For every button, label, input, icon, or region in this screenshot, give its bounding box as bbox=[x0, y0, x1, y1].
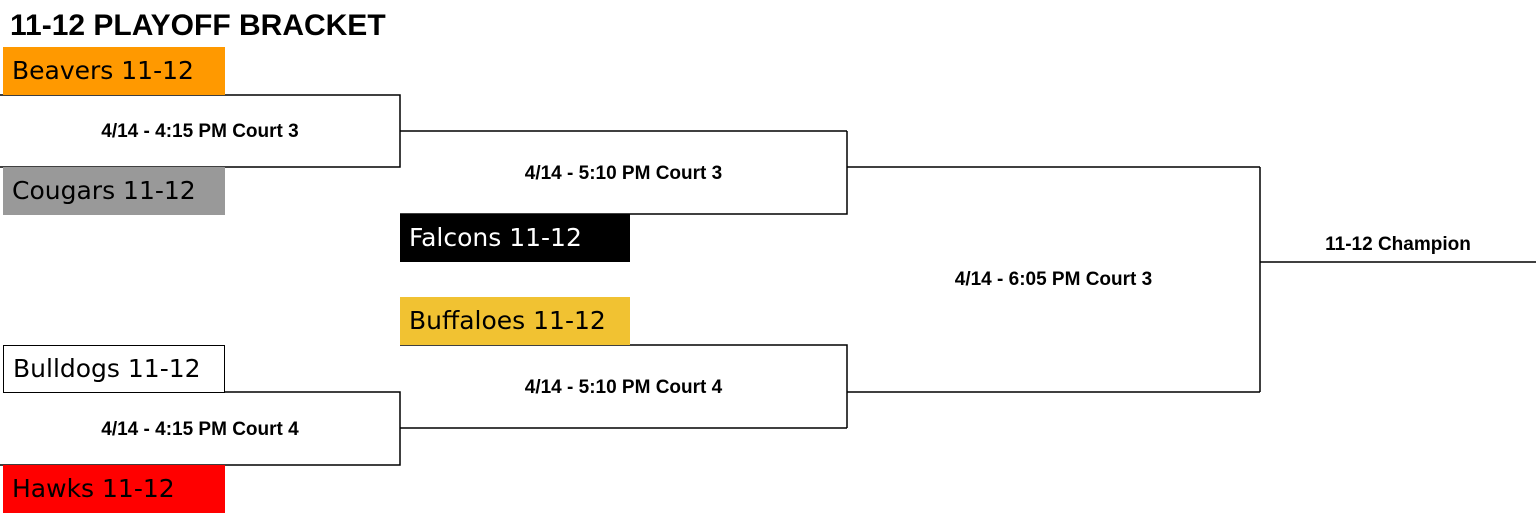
team-cougars: Cougars 11-12 bbox=[3, 167, 225, 215]
team-bulldogs: Bulldogs 11-12 bbox=[3, 345, 225, 393]
team-bulldogs-label: Bulldogs 11-12 bbox=[13, 354, 201, 383]
team-falcons: Falcons 11-12 bbox=[400, 214, 630, 262]
champion-label: 11-12 Champion bbox=[1325, 234, 1471, 255]
team-hawks: Hawks 11-12 bbox=[3, 465, 225, 513]
game-semi-top: 4/14 - 5:10 PM Court 3 bbox=[524, 163, 723, 184]
bracket-title: 11-12 PLAYOFF BRACKET bbox=[10, 9, 386, 42]
team-beavers-label: Beavers 11-12 bbox=[12, 56, 194, 85]
team-falcons-label: Falcons 11-12 bbox=[409, 223, 582, 252]
game-round1-bottom: 4/14 - 4:15 PM Court 4 bbox=[101, 419, 299, 440]
team-hawks-label: Hawks 11-12 bbox=[12, 474, 175, 503]
bracket-line-semi-bottom bbox=[400, 344, 848, 428]
team-beavers: Beavers 11-12 bbox=[3, 47, 225, 95]
team-cougars-label: Cougars 11-12 bbox=[12, 176, 196, 205]
team-buffaloes-label: Buffaloes 11-12 bbox=[409, 306, 606, 335]
game-final: 4/14 - 6:05 PM Court 3 bbox=[954, 269, 1153, 290]
team-buffaloes: Buffaloes 11-12 bbox=[400, 297, 630, 345]
game-semi-bottom: 4/14 - 5:10 PM Court 4 bbox=[524, 377, 723, 398]
game-round1-top: 4/14 - 4:15 PM Court 3 bbox=[101, 121, 299, 142]
